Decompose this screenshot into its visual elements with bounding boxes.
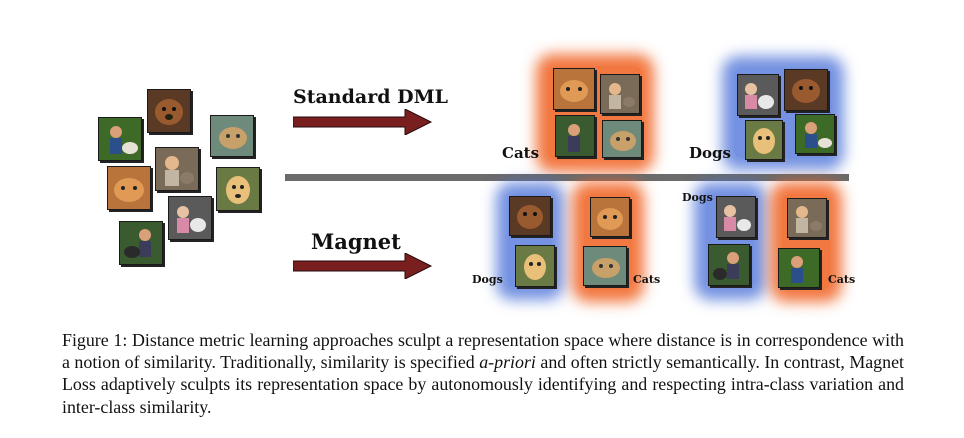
photo-girl-dog [168,196,212,240]
photo-dog-golden-top [745,120,783,160]
figure-caption: Figure 1: Distance metric learning appro… [62,329,904,418]
photo-dog-golden-bottom [515,245,555,287]
standard-dml-arrow [293,109,433,135]
photo-cat-orange [107,166,151,210]
photo-girl-dog-top [737,74,779,116]
dogs-label-bottom-2: Dogs [682,191,713,204]
photo-child-cat-top [600,74,640,114]
photo-cat-grey-bottom [583,246,627,286]
photo-child-cat-bottom [787,198,827,238]
photo-dog-golden [216,167,260,211]
magnet-arrow [293,253,433,279]
photo-dog-face [147,89,191,133]
caption-text-1: Figure 1: Distance metric learning appro… [62,330,904,373]
photo-cat-orange-top [553,68,595,110]
caption-text-2: and often strictly semantically. In cont… [62,352,904,417]
photo-dog-face-top [784,69,828,111]
photo-boy-cat-top [555,115,595,157]
magnet-label: Magnet [311,229,401,254]
cats-label-bottom-2: Cats [828,273,856,286]
photo-child-cat [155,147,199,191]
dogs-label-bottom-1: Dogs [472,273,503,286]
cats-label-top: Cats [502,144,540,162]
divider-bar [285,174,849,181]
photo-cat-orange-bottom [590,197,630,237]
photo-boy-dog-2 [119,221,163,265]
photo-boy-cat-bottom [778,248,820,288]
photo-girl-dog-bottom [716,196,756,238]
standard-dml-label: Standard DML [293,86,448,108]
photo-boy-dog [98,117,142,161]
photo-boy-dog-bottom [708,244,750,286]
cats-label-bottom-1: Cats [633,273,661,286]
photo-boy-dog-top [795,114,835,154]
photo-cat-grey-top [602,120,642,158]
photo-cat-grey [210,115,254,157]
photo-dog-face-bottom [509,196,551,236]
caption-emphasis: a-priori [479,352,536,373]
dogs-label-top: Dogs [689,144,731,162]
